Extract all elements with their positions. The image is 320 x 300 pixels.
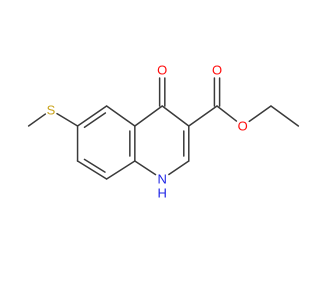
- molecule-structure: S O O O NH: [27, 63, 300, 201]
- atom-label-n: N: [158, 172, 167, 187]
- atom-label-s: S: [47, 103, 56, 118]
- bond-oester-ch2: [248, 105, 272, 123]
- atom-label-o-ester: O: [238, 119, 248, 134]
- bond-c8-c7-inner: [83, 158, 106, 173]
- bond-c8a-c8: [105, 160, 136, 180]
- bond-c5-c4a: [105, 105, 136, 127]
- bond-n1-c8a: [134, 160, 157, 176]
- bond-cester-oester: [216, 105, 238, 122]
- atom-label-h-on-n: H: [158, 186, 167, 201]
- bond-c4-c3: [161, 105, 190, 127]
- bond-c3-cester: [188, 105, 218, 127]
- atom-label-o-keto: O: [157, 63, 167, 78]
- bond-methyl-s: [27, 113, 47, 127]
- bonds: [27, 77, 300, 180]
- bond-c8-c7: [76, 160, 108, 180]
- atom-labels: S O O O NH: [47, 63, 248, 201]
- bond-ch2-ch3: [270, 105, 300, 127]
- bond-c2-n1: [168, 160, 190, 176]
- bond-c6-c5: [76, 105, 108, 127]
- bond-s-c6: [56, 112, 79, 127]
- atom-label-o-carbonyl: O: [212, 63, 222, 78]
- bond-c4a-c4: [134, 105, 163, 127]
- bond-c6-c5-inner: [83, 112, 107, 129]
